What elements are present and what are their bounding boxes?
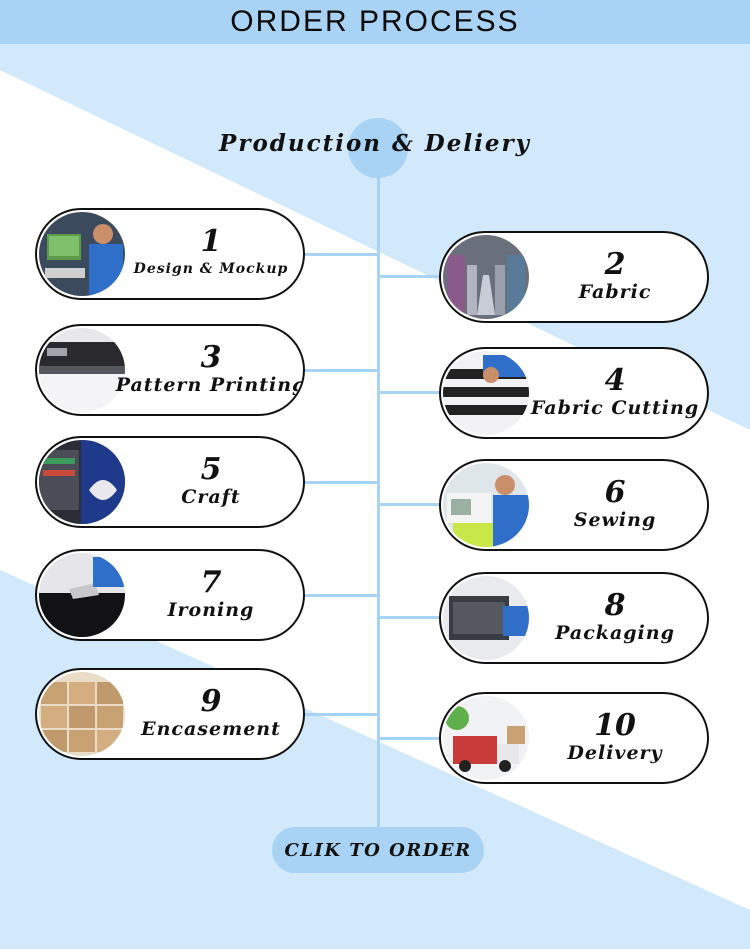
connector-step-4	[378, 391, 441, 394]
step-number: 10	[594, 708, 636, 743]
step-label: Encasement	[141, 718, 281, 740]
step-number: 5	[200, 452, 222, 487]
boxes-photo-icon	[39, 672, 125, 756]
sewing-photo-icon	[443, 463, 529, 547]
step-card-6: 6 Sewing	[439, 459, 709, 551]
connector-step-7	[305, 594, 379, 597]
ironing-photo-icon	[39, 553, 125, 637]
connector-step-2	[378, 275, 441, 278]
process-timeline-line	[377, 160, 380, 836]
step-card-3: 3 Pattern Printing	[35, 324, 305, 416]
header-bar: ORDER PROCESS	[0, 0, 750, 44]
embroidery-photo-icon	[39, 440, 125, 524]
step-card-5: 5 Craft	[35, 436, 305, 528]
step-card-4: 4 Fabric Cutting	[439, 347, 709, 439]
step-label: Delivery	[567, 742, 663, 764]
step-card-1: 1 Design & Mockup	[35, 208, 305, 300]
step-number: 2	[604, 247, 626, 282]
packaging-photo-icon	[443, 576, 529, 660]
step-number: 4	[604, 363, 626, 398]
step-label: Fabric	[578, 281, 652, 303]
fabric-warehouse-photo-icon	[443, 235, 529, 319]
step-label: Craft	[181, 486, 241, 508]
step-label: Design & Mockup	[133, 261, 289, 277]
connector-step-10	[378, 737, 441, 740]
fabric-cutting-photo-icon	[443, 351, 529, 435]
printer-photo-icon	[39, 328, 125, 412]
connector-step-8	[378, 616, 441, 619]
step-card-2: 2 Fabric	[439, 231, 709, 323]
connector-step-1	[305, 253, 379, 256]
step-card-9: 9 Encasement	[35, 668, 305, 760]
step-number: 9	[200, 684, 222, 719]
step-card-7: 7 Ironing	[35, 549, 305, 641]
step-number: 8	[604, 588, 626, 623]
step-card-10: 10 Delivery	[439, 692, 709, 784]
step-label: Sewing	[573, 509, 657, 531]
section-subtitle: Production & Deliery	[219, 130, 531, 157]
connector-step-9	[305, 713, 379, 716]
step-label: Pattern Printing	[115, 374, 305, 396]
process-root-node	[348, 118, 408, 178]
step-label: Fabric Cutting	[530, 397, 700, 419]
step-card-8: 8 Packaging	[439, 572, 709, 664]
step-number: 6	[604, 475, 626, 510]
connector-step-3	[305, 369, 379, 372]
step-label: Packaging	[555, 622, 675, 644]
page-title: ORDER PROCESS	[230, 5, 520, 38]
delivery-truck-photo-icon	[443, 696, 529, 780]
step-number: 7	[200, 565, 222, 600]
click-to-order-button[interactable]: CLIK TO ORDER	[272, 827, 484, 873]
design-mockup-photo-icon	[39, 212, 125, 296]
step-label: Ironing	[167, 599, 255, 621]
step-number: 3	[200, 340, 222, 375]
connector-step-6	[378, 503, 441, 506]
connector-step-5	[305, 481, 379, 484]
step-number: 1	[200, 224, 222, 259]
